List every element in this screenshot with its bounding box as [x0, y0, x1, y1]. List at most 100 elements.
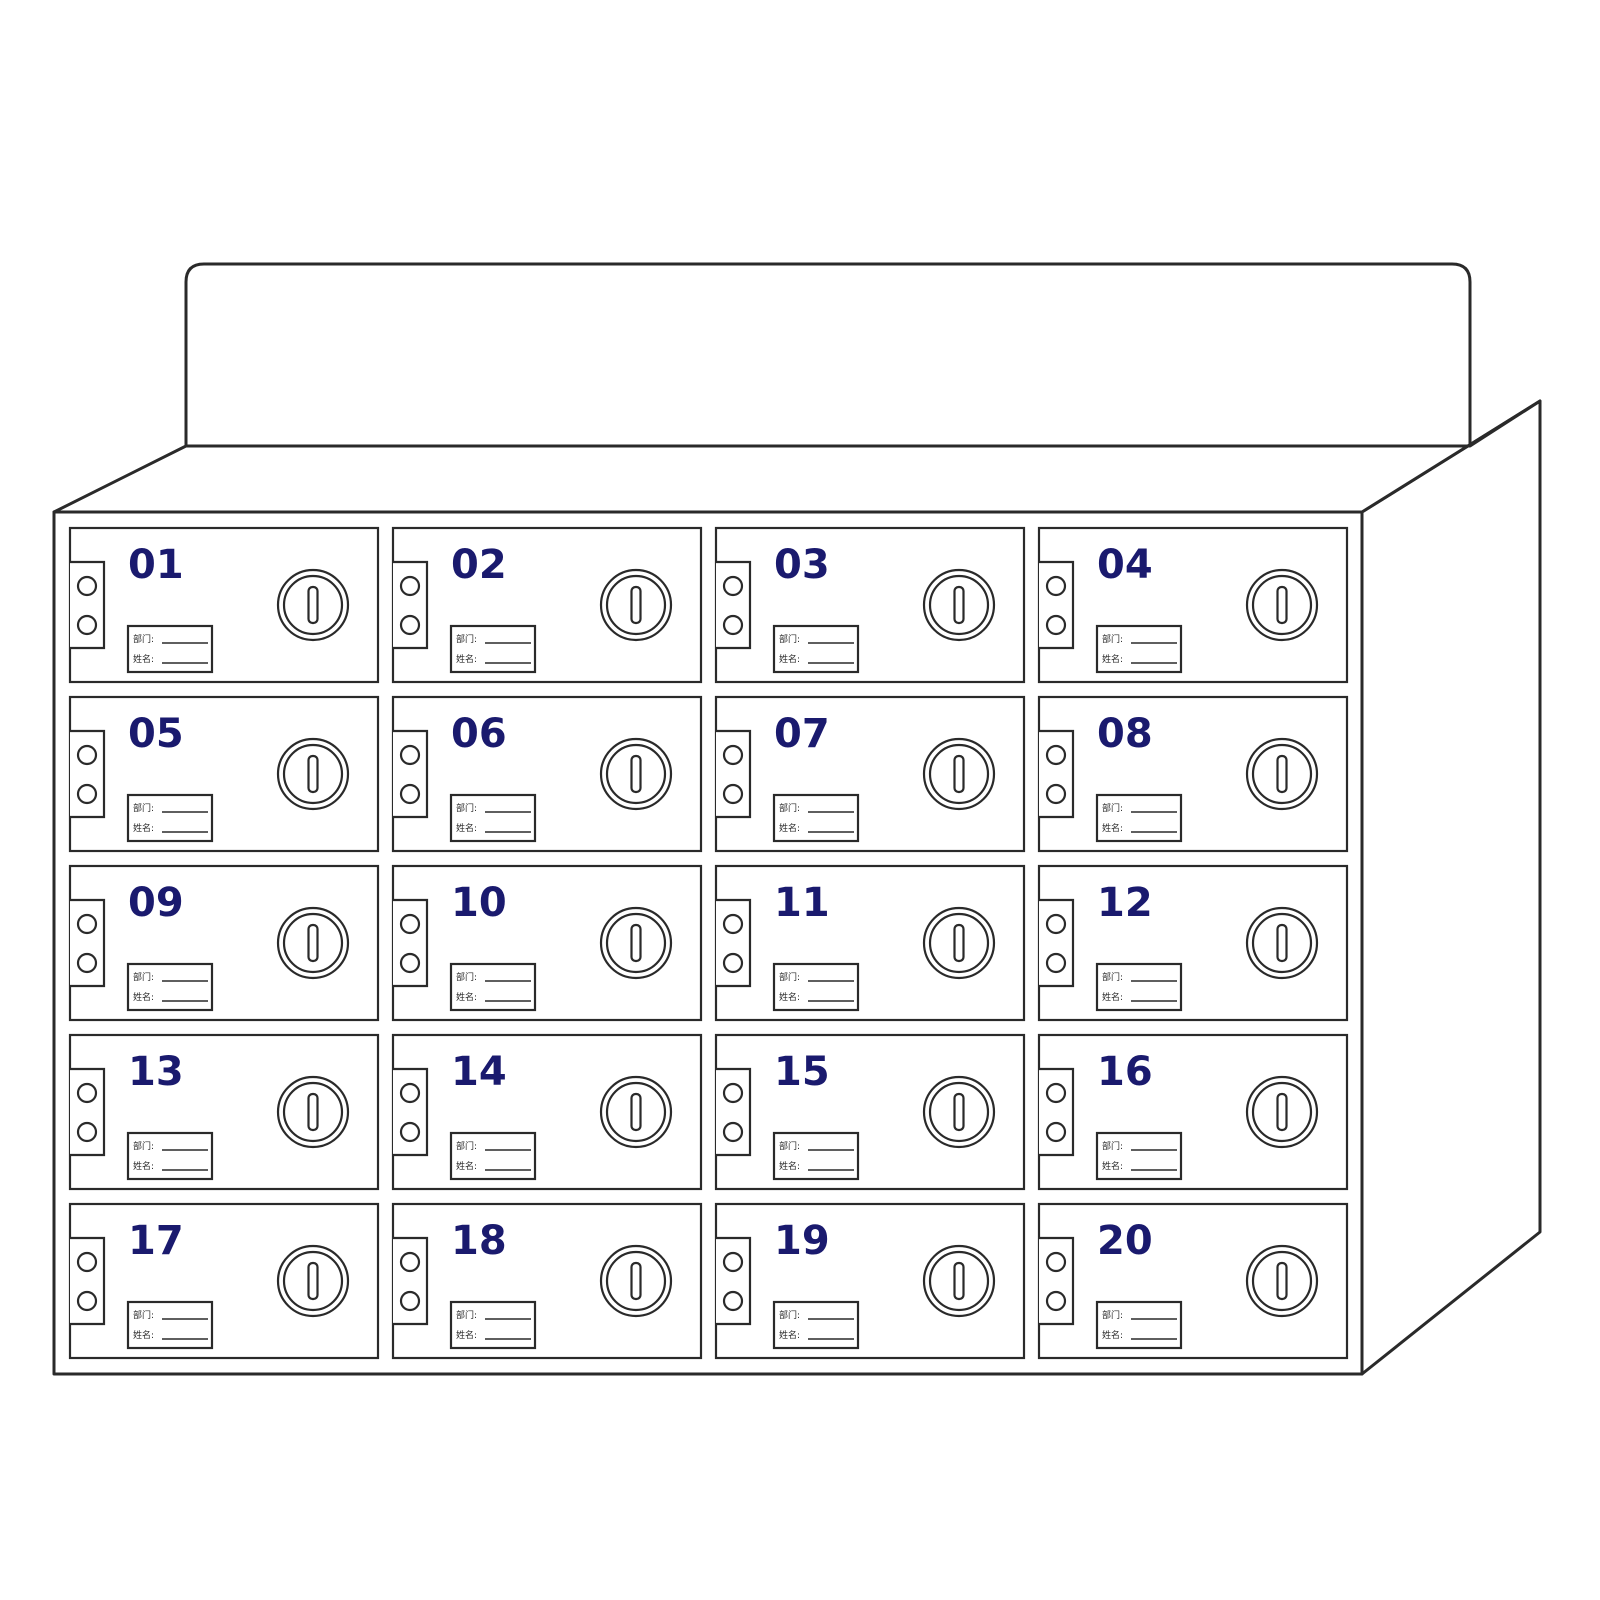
locker-door-02[interactable]: 02 部门:姓名: — [391, 526, 703, 684]
keyhole-lock-icon — [922, 737, 996, 811]
keyhole-lock-icon — [922, 568, 996, 642]
locker-door-04[interactable]: 04 部门: 姓名: — [1037, 526, 1349, 684]
locker-number: 20 — [1097, 1218, 1153, 1264]
locker-number: 14 — [451, 1049, 507, 1095]
keyhole-lock-icon — [276, 568, 350, 642]
label-card-icon: 部门:姓名: — [449, 624, 537, 674]
label-department: 部门: — [779, 802, 800, 814]
label-card-icon: 部门:姓名: — [1095, 1131, 1183, 1181]
hinge-icon — [1039, 898, 1075, 988]
locker-door-10[interactable]: 10 部门: 姓名: — [391, 864, 703, 1022]
label-card-icon: 部门:姓名: — [449, 1300, 537, 1350]
label-name: 姓名: — [456, 653, 477, 665]
hinge-icon — [70, 1067, 106, 1157]
label-card-icon: 部门: 姓名: — [449, 962, 537, 1012]
label-name: 姓名: — [456, 1329, 477, 1341]
locker-number: 02 — [451, 542, 507, 588]
label-card-icon: 部门:姓名: — [772, 1300, 860, 1350]
label-department: 部门: — [779, 971, 800, 983]
label-department: 部门: — [133, 802, 154, 814]
label-department: 部门: — [456, 971, 477, 983]
label-name: 姓名: — [779, 991, 800, 1003]
label-name: 姓名: — [456, 1160, 477, 1172]
locker-number: 06 — [451, 711, 507, 757]
keyhole-lock-icon — [276, 1244, 350, 1318]
locker-number: 13 — [128, 1049, 184, 1095]
label-name: 姓名: — [1102, 1329, 1123, 1341]
keyhole-lock-icon — [276, 737, 350, 811]
hinge-icon — [1039, 729, 1075, 819]
label-name: 姓名: — [1102, 822, 1123, 834]
locker-number: 04 — [1097, 542, 1153, 588]
label-name: 姓名: — [456, 822, 477, 834]
label-department: 部门: — [133, 1309, 154, 1321]
label-card-icon: 部门:姓名: — [1095, 1300, 1183, 1350]
hinge-icon — [1039, 1236, 1075, 1326]
locker-door-03[interactable]: 03 部门:姓名: — [714, 526, 1026, 684]
label-name: 姓名: — [133, 1160, 154, 1172]
keyhole-lock-icon — [922, 906, 996, 980]
label-department: 部门: — [779, 633, 800, 645]
label-name: 姓名: — [779, 1160, 800, 1172]
label-name: 姓名: — [1102, 991, 1123, 1003]
keyhole-lock-icon — [922, 1075, 996, 1149]
locker-number: 19 — [774, 1218, 830, 1264]
label-department: 部门: — [456, 1140, 477, 1152]
locker-door-12[interactable]: 12 部门:姓名: — [1037, 864, 1349, 1022]
locker-door-06[interactable]: 06 部门: 姓名: — [391, 695, 703, 853]
keyhole-lock-icon — [1245, 1075, 1319, 1149]
label-card-icon: 部门:姓名: — [1095, 962, 1183, 1012]
keyhole-lock-icon — [599, 568, 673, 642]
hinge-icon — [716, 1236, 752, 1326]
label-name: 姓名: — [1102, 653, 1123, 665]
locker-number: 10 — [451, 880, 507, 926]
locker-number: 16 — [1097, 1049, 1153, 1095]
locker-number: 08 — [1097, 711, 1153, 757]
hinge-icon — [70, 560, 106, 650]
locker-number: 03 — [774, 542, 830, 588]
label-department: 部门: — [133, 1140, 154, 1152]
label-department: 部门: — [456, 802, 477, 814]
locker-number: 12 — [1097, 880, 1153, 926]
hinge-icon — [716, 560, 752, 650]
keyhole-lock-icon — [1245, 568, 1319, 642]
locker-door-13[interactable]: 13 部门: 姓名: — [68, 1033, 380, 1191]
keyhole-lock-icon — [1245, 906, 1319, 980]
locker-door-08[interactable]: 08 部门: 姓名: — [1037, 695, 1349, 853]
keyhole-lock-icon — [922, 1244, 996, 1318]
label-card-icon: 部门: 姓名: — [449, 793, 537, 843]
label-department: 部门: — [1102, 633, 1123, 645]
keyhole-lock-icon — [1245, 737, 1319, 811]
label-card-icon: 部门:姓名: — [772, 793, 860, 843]
label-card-icon: 部门:姓名: — [126, 1300, 214, 1350]
locker-number: 05 — [128, 711, 184, 757]
locker-door-19[interactable]: 19 部门:姓名: — [714, 1202, 1026, 1360]
label-card-icon: 部门: 姓名: — [449, 1131, 537, 1181]
locker-door-20[interactable]: 20 部门:姓名: — [1037, 1202, 1349, 1360]
keyhole-lock-icon — [1245, 1244, 1319, 1318]
label-department: 部门: — [779, 1140, 800, 1152]
keyhole-lock-icon — [599, 737, 673, 811]
label-department: 部门: — [779, 1309, 800, 1321]
keyhole-lock-icon — [599, 906, 673, 980]
locker-door-14[interactable]: 14 部门: 姓名: — [391, 1033, 703, 1191]
hinge-icon — [716, 729, 752, 819]
label-card-icon: 部门:姓名: — [772, 624, 860, 674]
label-department: 部门: — [1102, 802, 1123, 814]
hinge-icon — [393, 1236, 429, 1326]
hinge-icon — [1039, 1067, 1075, 1157]
label-name: 姓名: — [133, 653, 154, 665]
hinge-icon — [70, 729, 106, 819]
locker-door-16[interactable]: 16 部门:姓名: — [1037, 1033, 1349, 1191]
label-name: 姓名: — [133, 991, 154, 1003]
label-name: 姓名: — [456, 991, 477, 1003]
